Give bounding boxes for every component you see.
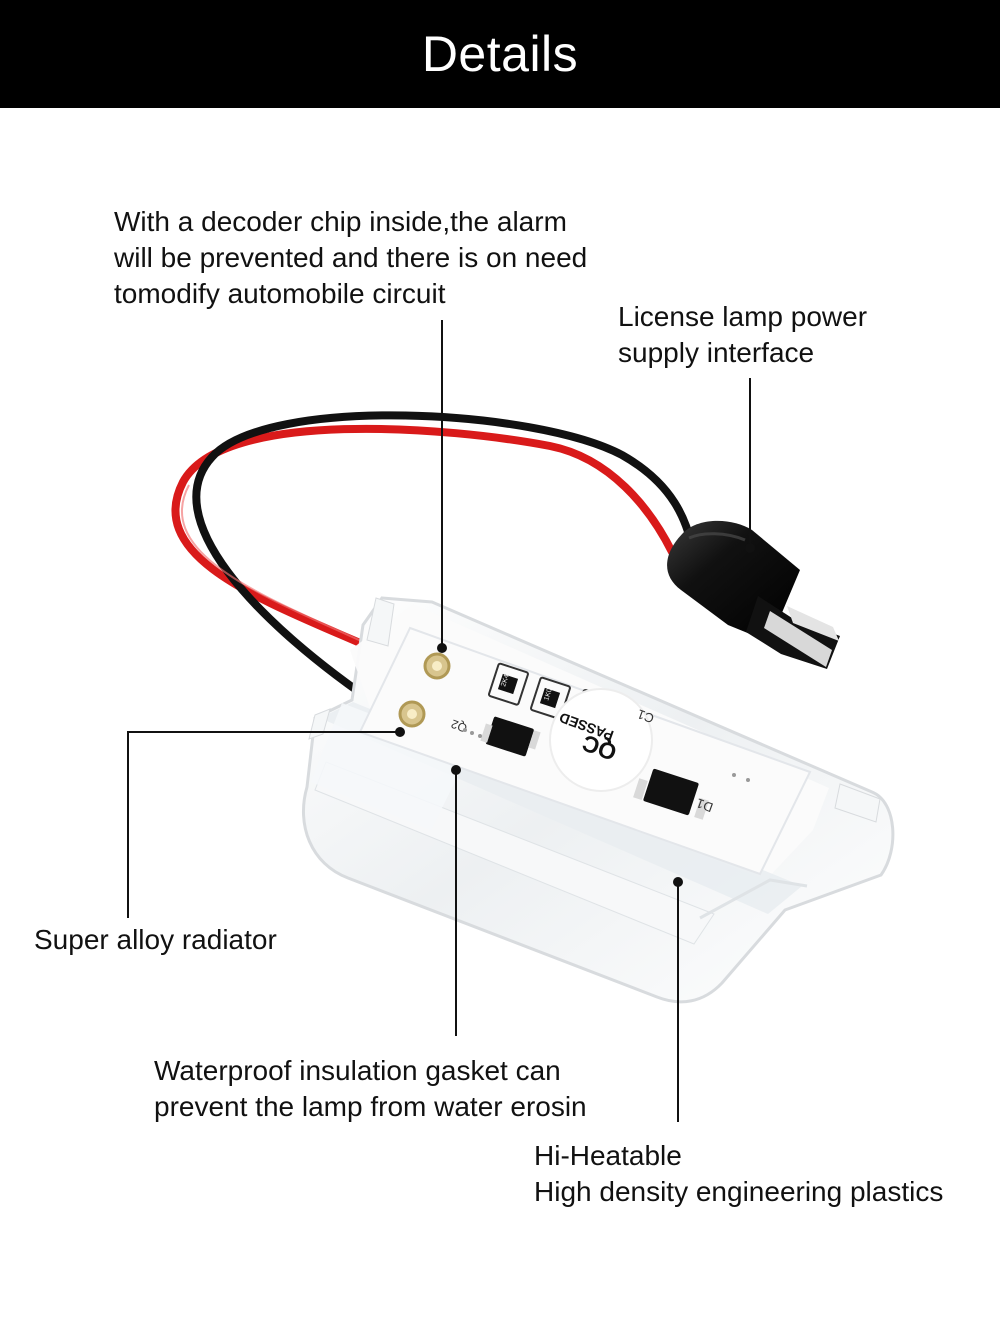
leader-plastics-dot	[673, 877, 683, 887]
solder-pad-bottom	[398, 700, 426, 728]
page-title: Details	[421, 26, 579, 82]
leader-radiator-dot	[395, 727, 405, 737]
radiator-label: Super alloy radiator	[34, 924, 277, 955]
pcb-label-q2: Q2	[449, 717, 469, 736]
leader-power-dot	[745, 543, 755, 553]
solder-pad-top	[423, 652, 451, 680]
leader-radiator	[127, 731, 400, 918]
waterproof-gasket-description: Waterproof insulation gasket can prevent…	[154, 1055, 587, 1122]
leader-gasket-dot	[451, 765, 461, 775]
qc-passed-label: PASSED	[557, 710, 616, 744]
decoder-chip-description: With a decoder chip inside,the alarm wil…	[114, 206, 588, 309]
pcb-label-d1: D1	[694, 795, 715, 815]
pcb-label-c1: C1	[635, 706, 656, 726]
lamp-housing	[302, 596, 895, 1004]
leader-lines	[127, 320, 755, 1122]
resistor-components	[488, 662, 618, 728]
pcb-board: QC PASSED Q2 D1 C1 2K4 1K0	[358, 626, 812, 876]
transistor-q2	[480, 716, 541, 757]
power-plug-connector	[667, 520, 840, 669]
red-wire-highlight	[181, 484, 375, 648]
transistor-d1	[633, 768, 709, 820]
engineering-plastics-description: Hi-Heatable High density engineering pla…	[534, 1140, 944, 1207]
qc-label: QC	[579, 730, 620, 766]
red-wire	[171, 424, 676, 654]
qc-passed-sticker	[549, 688, 653, 792]
power-supply-interface-label: License lamp power supply interface	[618, 301, 868, 368]
black-wire	[192, 411, 696, 716]
header-bar	[0, 0, 1000, 108]
leader-decoder-dot	[437, 643, 447, 653]
pcb-label-r1: 2K4	[500, 674, 511, 688]
pcb-label-r2: 1K0	[543, 688, 554, 702]
